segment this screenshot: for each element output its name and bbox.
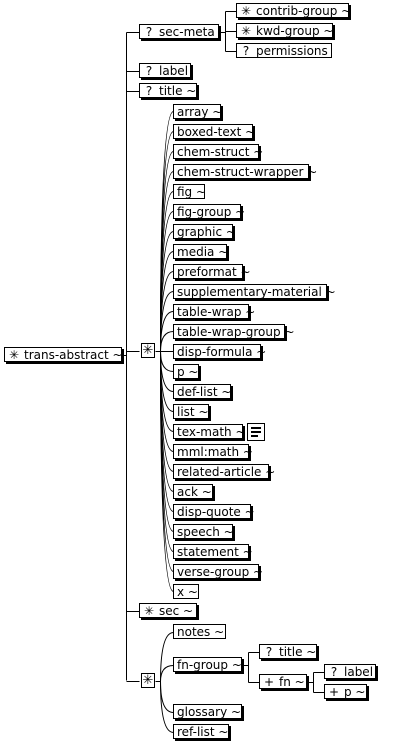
- node-label: disp-formula ~: [177, 345, 267, 359]
- required-repeat-symbol: +: [328, 685, 340, 699]
- choice-item[interactable]: fig ~: [173, 184, 207, 199]
- choice-item[interactable]: fig-group ~: [173, 204, 245, 219]
- node-title[interactable]: ? title ~: [139, 83, 197, 98]
- choice-item[interactable]: table-wrap ~: [173, 304, 255, 319]
- node-kwd-group[interactable]: ✳ kwd-group ~: [236, 23, 333, 38]
- node-label: notes ~: [177, 625, 225, 639]
- node-label: fn ~: [279, 675, 305, 689]
- node-label: ref-list ~: [177, 725, 229, 739]
- node-contrib-group[interactable]: ✳ contrib-group ~: [236, 3, 352, 18]
- choice-item[interactable]: x ~: [173, 584, 199, 599]
- node-label: media ~: [177, 245, 229, 259]
- node-label: tex-math ~: [177, 425, 246, 439]
- node-fn[interactable]: + fn ~: [259, 674, 307, 689]
- node-label: ack ~: [177, 485, 212, 499]
- node-label: sec-meta: [159, 25, 215, 39]
- node-label: fn-group ~: [177, 658, 242, 672]
- choice-item[interactable]: mml:math ~: [173, 444, 253, 459]
- back-choice-connector[interactable]: ✳: [141, 673, 155, 688]
- node-label: x ~: [177, 585, 198, 599]
- repeat-symbol: ✳: [143, 604, 155, 618]
- node-label: kwd-group ~: [256, 24, 334, 38]
- required-repeat-symbol: +: [263, 675, 275, 689]
- choice-item[interactable]: tex-math ~: [173, 424, 246, 439]
- node-label: array ~: [177, 105, 223, 119]
- node-fn-group-title[interactable]: ? title ~: [259, 644, 317, 659]
- node-label: p ~: [177, 365, 199, 379]
- optional-symbol: ?: [330, 665, 338, 679]
- repeat-symbol: ✳: [240, 4, 252, 18]
- node-sec[interactable]: ✳ sec ~: [139, 603, 197, 618]
- choice-item[interactable]: ack ~: [173, 484, 213, 499]
- node-fn-group[interactable]: fn-group ~: [173, 657, 242, 672]
- choice-item[interactable]: def-list ~: [173, 384, 231, 399]
- choice-item[interactable]: table-wrap-group ~: [173, 324, 295, 339]
- choice-item[interactable]: list ~: [173, 404, 209, 419]
- node-label: label: [344, 665, 374, 679]
- node-label: contrib-group ~: [256, 4, 352, 18]
- choice-item[interactable]: chem-struct-wrapper ~: [173, 164, 317, 179]
- choice-item[interactable]: verse-group ~: [173, 564, 263, 579]
- node-notes[interactable]: notes ~: [173, 624, 226, 639]
- node-label: permissions: [256, 44, 328, 58]
- node-label: fig ~: [177, 185, 207, 199]
- node-label: title ~: [159, 84, 197, 98]
- node-label: p ~: [344, 685, 366, 699]
- node-label: verse-group ~: [177, 565, 264, 579]
- optional-symbol: ?: [145, 25, 153, 39]
- node-label: chem-struct-wrapper ~: [177, 165, 318, 179]
- annotation-icon[interactable]: [247, 423, 265, 441]
- node-permissions[interactable]: ? permissions: [236, 43, 332, 58]
- choice-item[interactable]: boxed-text ~: [173, 124, 256, 139]
- node-label: list ~: [177, 405, 209, 419]
- node-label: title ~: [279, 645, 317, 659]
- node-label: label: [159, 64, 189, 78]
- node-label: boxed-text ~: [177, 125, 256, 139]
- node-label: disp-quote ~: [177, 505, 255, 519]
- optional-symbol: ?: [145, 84, 153, 98]
- node-label: def-list ~: [177, 385, 232, 399]
- optional-symbol: ?: [145, 64, 153, 78]
- node-ref-list[interactable]: ref-list ~: [173, 724, 229, 739]
- node-label: mml:math ~: [177, 445, 253, 459]
- node-label: table-wrap ~: [177, 305, 256, 319]
- node-label: sec ~: [159, 604, 194, 618]
- choice-item[interactable]: disp-quote ~: [173, 504, 255, 519]
- node-fn-p[interactable]: + p ~: [324, 684, 367, 699]
- node-sec-meta[interactable]: ? sec-meta: [139, 24, 219, 39]
- repeat-symbol: ✳: [240, 24, 252, 38]
- node-label: table-wrap-group ~: [177, 325, 295, 339]
- node-fn-label[interactable]: ? label: [324, 664, 376, 679]
- node-label: glossary ~: [177, 705, 242, 719]
- choice-item[interactable]: related-article ~: [173, 464, 275, 479]
- choice-item[interactable]: statement ~: [173, 544, 253, 559]
- optional-symbol: ?: [265, 645, 273, 659]
- choice-item[interactable]: p ~: [173, 364, 199, 379]
- node-label: related-article ~: [177, 465, 276, 479]
- node-label: preformat ~: [177, 265, 251, 279]
- node-label: statement ~: [177, 545, 253, 559]
- choice-item[interactable]: array ~: [173, 104, 223, 119]
- choice-item[interactable]: preformat ~: [173, 264, 251, 279]
- choice-item[interactable]: speech ~: [173, 524, 234, 539]
- node-label: supplementary-material ~: [177, 285, 336, 299]
- node-label: trans-abstract ~: [24, 348, 123, 362]
- node-glossary[interactable]: glossary ~: [173, 704, 242, 719]
- choice-item[interactable]: disp-formula ~: [173, 344, 266, 359]
- choice-connector[interactable]: ✳: [141, 343, 155, 358]
- repeat-symbol: ✳: [8, 348, 20, 362]
- optional-symbol: ?: [242, 44, 250, 58]
- root-node-trans-abstract[interactable]: ✳ trans-abstract ~: [4, 347, 123, 362]
- choice-item[interactable]: graphic ~: [173, 224, 236, 239]
- choice-item[interactable]: supplementary-material ~: [173, 284, 336, 299]
- choice-item[interactable]: media ~: [173, 244, 229, 259]
- node-label: fig-group ~: [177, 205, 246, 219]
- node-label: speech ~: [177, 525, 234, 539]
- choice-item[interactable]: chem-struct ~: [173, 144, 263, 159]
- node-label[interactable]: ? label: [139, 63, 191, 78]
- node-label: graphic ~: [177, 225, 236, 239]
- node-label: chem-struct ~: [177, 145, 264, 159]
